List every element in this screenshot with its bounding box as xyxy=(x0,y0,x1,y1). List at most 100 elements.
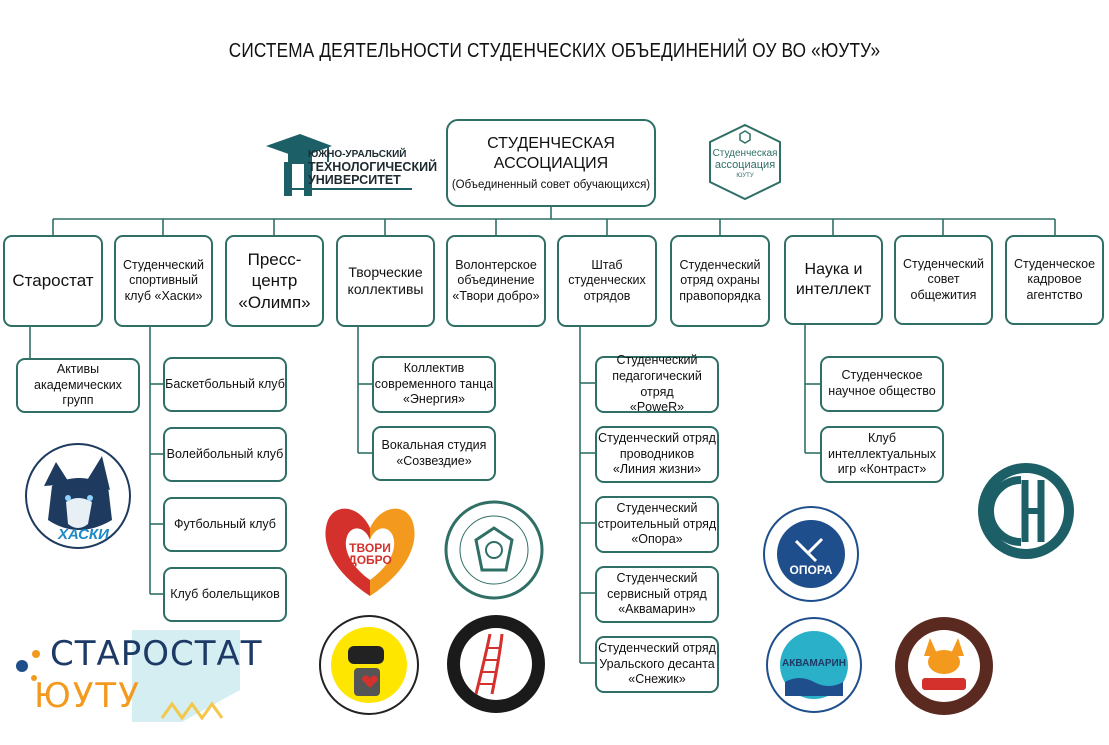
box-volunteer: Волонтерское объединение «Твори добро» xyxy=(446,235,546,327)
box-squad-snezhik: Студенческий отряд Уральского десанта «С… xyxy=(595,636,719,693)
box-label: «PoweR» xyxy=(629,400,685,415)
tvori-logo-text: ТВОРИ xyxy=(349,541,391,555)
box-label: Волонтерское xyxy=(455,257,537,272)
page-title: СИСТЕМА ДЕЯТЕЛЬНОСТИ СТУДЕНЧЕСКИХ ОБЪЕДИ… xyxy=(228,40,881,62)
akvamarin-logo: АКВАМАРИН xyxy=(765,616,863,714)
sa-logo-text: ассоциация xyxy=(714,159,776,171)
box-label: «Олимп» xyxy=(238,292,311,312)
box-label: «Энергия» xyxy=(402,392,465,407)
box-label: Уральского десанта xyxy=(599,656,715,671)
box-label: коллективы xyxy=(347,281,424,297)
box-label: клуб «Хаски» xyxy=(124,288,203,303)
box-label: спортивный xyxy=(129,273,198,288)
box-label: Активы xyxy=(56,362,100,377)
box-squad-liniya-zhizni: Студенческий отряд проводников «Линия жи… xyxy=(595,426,719,483)
husky-logo: ХАСКИ xyxy=(22,442,134,554)
box-sport-club: Студенческий спортивный клуб «Хаски» xyxy=(114,235,213,327)
box-academic-group-assets: Активы академических групп xyxy=(16,358,140,413)
yutu-logo: ЮЖНО-УРАЛЬСКИЙ ТЕХНОЛОГИЧЕСКИЙ УНИВЕРСИТ… xyxy=(262,128,437,200)
box-label: академических групп xyxy=(34,377,122,408)
box-label: «Аквамарин» xyxy=(618,602,696,617)
starostat-decor-icon xyxy=(16,630,240,722)
box-label: Волейбольный клуб xyxy=(166,446,284,461)
yutu-logo-text: ЮЖНО-УРАЛЬСКИЙ xyxy=(308,149,407,160)
box-label: Баскетбольный клуб xyxy=(165,376,285,391)
box-label: отрядов xyxy=(583,288,631,303)
box-label: Студенческий отряд xyxy=(598,431,716,446)
root-student-association: СТУДЕНЧЕСКАЯ АССОЦИАЦИЯ (Объединенный со… xyxy=(446,119,656,207)
box-fans-club: Клуб болельщиков xyxy=(163,567,287,622)
box-label: современного танца xyxy=(374,376,494,391)
box-label: Старостат xyxy=(12,271,94,291)
box-scientific-society: Студенческое научное общество xyxy=(820,356,944,412)
box-dance-collective: Коллектив современного танца «Энергия» xyxy=(372,356,496,413)
box-label: объединение xyxy=(457,273,535,288)
liniya-zhizni-logo xyxy=(446,614,546,714)
yutu-logo-text: ТЕХНОЛОГИЧЕСКИЙ xyxy=(308,159,438,174)
tvori-logo-text: ДОБРО xyxy=(348,553,392,567)
tvori-dobro-logo: ТВОРИ ДОБРО xyxy=(320,500,420,600)
husky-icon xyxy=(25,443,131,549)
box-label: Наука и xyxy=(804,261,863,278)
box-label: Студенческий отряд xyxy=(598,641,716,656)
graduation-cap-icon xyxy=(266,134,412,196)
box-label: Пресс- xyxy=(247,250,302,270)
railway-icon xyxy=(447,615,545,713)
box-label: Студенческий xyxy=(122,257,205,272)
box-law-order-squad: Студенческий отряд охраны правопорядка xyxy=(670,235,770,327)
box-label: Вокальная студия xyxy=(381,437,487,452)
box-squad-power: Студенческий педагогический отряд «PoweR… xyxy=(595,353,719,415)
box-label: Студенческий xyxy=(616,353,698,368)
box-label: Коллектив xyxy=(403,361,465,376)
scientific-society-logo xyxy=(975,460,1077,562)
box-label: строительный отряд xyxy=(597,516,717,531)
box-label: агентство xyxy=(1026,287,1083,302)
handshake-icon xyxy=(763,506,859,602)
box-volleyball-club: Волейбольный клуб xyxy=(163,427,287,482)
box-label: Студенческое xyxy=(1013,256,1096,271)
box-press-center: Пресс- центр «Олимп» xyxy=(225,235,324,327)
yutu-logo-text: УНИВЕРСИТЕТ xyxy=(308,172,401,187)
box-hr-agency: Студенческое кадровое агентство xyxy=(1005,235,1104,325)
root-line3: (Объединенный совет обучающихся) xyxy=(451,179,651,192)
root-line2: АССОЦИАЦИЯ xyxy=(493,155,609,173)
box-label: Студенческий xyxy=(616,571,698,586)
box-science-intellect: Наука и интеллект xyxy=(784,235,883,325)
box-vocal-studio: Вокальная студия «Созвездие» xyxy=(372,426,496,481)
box-label: сервисный отряд xyxy=(607,586,707,601)
student-association-logo: Студенческая ассоциация ЮУТУ xyxy=(706,122,784,202)
box-label: центр xyxy=(251,271,298,291)
power-squad-logo xyxy=(318,614,420,716)
box-squad-akvamarin: Студенческий сервисный отряд «Аквамарин» xyxy=(595,566,719,623)
sa-logo-text: Студенческая xyxy=(712,148,778,159)
box-label: Футбольный клуб xyxy=(174,516,276,531)
box-label: «Твори добро» xyxy=(452,288,540,303)
starostat-logo: СТАРОСТАТ ЮУТУ xyxy=(12,630,262,722)
box-label: Клуб xyxy=(867,431,897,446)
box-label: Клуб болельщиков xyxy=(170,586,280,601)
opora-logo-text: ОПОРА xyxy=(789,563,833,577)
corgi-icon xyxy=(895,617,993,715)
husky-logo-text: ХАСКИ xyxy=(58,526,109,543)
root-line1: СТУДЕНЧЕСКАЯ xyxy=(487,134,615,152)
box-student-squads-hq: Штаб студенческих отрядов xyxy=(557,235,657,327)
box-label: отряд охраны xyxy=(680,273,760,288)
opora-logo: ОПОРА xyxy=(762,505,860,603)
box-label: Студенческий xyxy=(616,501,698,516)
box-label: интеллектуальных xyxy=(827,446,937,461)
box-label: Штаб xyxy=(591,257,623,272)
box-label: Студенческий xyxy=(902,256,985,271)
sa-logo-text: ЮУТУ xyxy=(736,173,754,180)
box-starostat: Старостат xyxy=(3,235,103,327)
box-creative-teams: Творческие коллективы xyxy=(336,235,435,327)
box-label: игр «Контраст» xyxy=(837,462,927,477)
box-club-kontrast: Клуб интеллектуальных игр «Контраст» xyxy=(820,426,944,483)
box-label: интеллект xyxy=(795,281,872,298)
box-label: «Опора» xyxy=(631,532,683,547)
box-football-club: Футбольный клуб xyxy=(163,497,287,552)
hq-squads-logo xyxy=(444,500,544,600)
box-basketball-club: Баскетбольный клуб xyxy=(163,357,287,412)
box-dormitory-council: Студенческий совет общежития xyxy=(894,235,993,325)
box-label: научное общество xyxy=(828,384,936,398)
wave-icon xyxy=(766,617,862,713)
